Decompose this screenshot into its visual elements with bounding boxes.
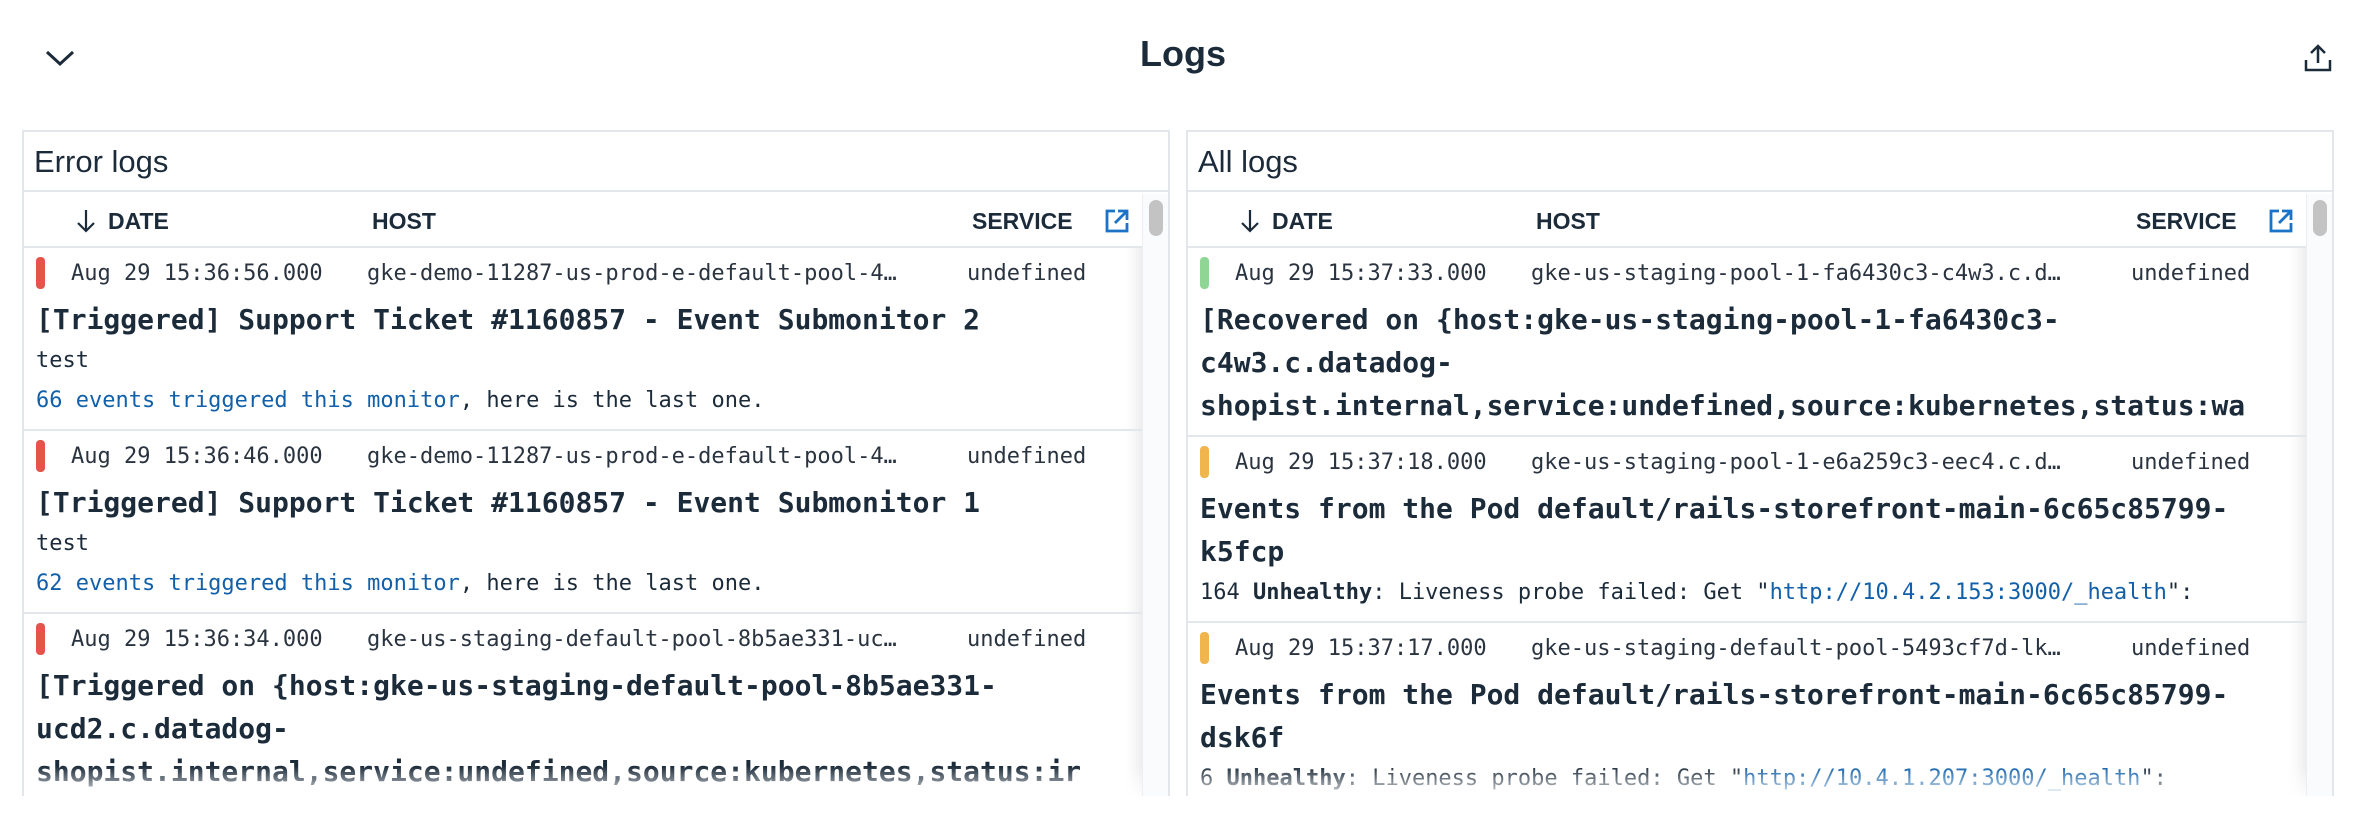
page-title: Logs (1140, 33, 1226, 74)
status-indicator-error (36, 440, 45, 472)
column-date-label: DATE (1272, 208, 1333, 234)
log-host: gke-demo-11287-us-prod-e-default-pool-4… (367, 443, 897, 469)
log-body-line: 62 events triggered this monitor, here i… (36, 564, 1132, 604)
log-title: [Triggered] Support Ticket #1160857 - Ev… (36, 303, 981, 336)
log-row[interactable]: Aug 29 15:36:56.000 gke-demo-11287-us-pr… (24, 248, 1142, 431)
log-host: gke-us-staging-default-pool-5493cf7d-lk… (1531, 635, 2061, 661)
external-link-icon[interactable] (1104, 208, 1130, 234)
log-service: undefined (2131, 449, 2251, 475)
health-url-link[interactable]: http://10.4.2.153:3000/_health (1769, 580, 2167, 605)
log-host: gke-us-staging-pool-1-fa6430c3-c4w3.c.d… (1531, 260, 2061, 286)
table-header: DATE HOST SERVICE (1188, 194, 2306, 248)
column-host[interactable]: HOST (1536, 208, 1600, 234)
status-indicator-error (36, 623, 45, 655)
log-title: Events from the Pod default/rails-storef… (1200, 492, 2229, 568)
monitor-events-link[interactable]: 66 events triggered this monitor (36, 388, 460, 413)
arrow-down-icon (1241, 210, 1259, 233)
log-row[interactable]: Aug 29 15:37:33.000 gke-us-staging-pool-… (1188, 248, 2306, 437)
log-host: gke-us-staging-default-pool-8b5ae331-uc… (367, 626, 897, 652)
export-button[interactable] (2300, 40, 2336, 76)
panel-title: Error logs (24, 132, 1168, 192)
panel-title: All logs (1188, 132, 2332, 192)
log-body-text: ": (2140, 766, 2167, 791)
log-service: undefined (2131, 260, 2251, 286)
table-header: DATE HOST SERVICE (24, 194, 1142, 248)
log-body-text: : Liveness probe failed: Get " (1345, 766, 1744, 791)
log-list: Aug 29 15:36:56.000 gke-demo-11287-us-pr… (24, 248, 1142, 796)
event-reason: Unhealthy (1226, 766, 1346, 791)
scrollbar[interactable] (1142, 194, 1168, 796)
status-indicator-ok (1200, 257, 1209, 289)
log-body-line: test (36, 531, 89, 556)
log-host: gke-demo-11287-us-prod-e-default-pool-4… (367, 260, 897, 286)
log-date: Aug 29 15:36:46.000 (71, 443, 323, 469)
health-url-link[interactable]: http://10.4.1.207:3000/_health (1743, 766, 2141, 791)
scrollbar[interactable] (2306, 194, 2332, 796)
collapse-button[interactable] (40, 40, 80, 76)
log-row[interactable]: Aug 29 15:36:34.000 gke-us-staging-defau… (24, 614, 1142, 796)
chevron-down-icon (45, 50, 75, 67)
column-host[interactable]: HOST (372, 208, 436, 234)
log-date: Aug 29 15:36:56.000 (71, 260, 323, 286)
log-body-line: 66 events triggered this monitor, here i… (36, 381, 1132, 421)
log-service: undefined (967, 260, 1087, 286)
log-body-line: test (36, 348, 89, 373)
log-body-line: 6 Unhealthy: Liveness probe failed: Get … (1200, 759, 2296, 796)
log-title: Events from the Pod default/rails-storef… (1200, 678, 2229, 754)
log-row[interactable]: Aug 29 15:37:18.000 gke-us-staging-pool-… (1188, 437, 2306, 623)
monitor-events-link[interactable]: 62 events triggered this monitor (36, 571, 460, 596)
log-body-text: : Liveness probe failed: Get " (1372, 580, 1770, 605)
event-reason: Unhealthy (1252, 580, 1373, 605)
log-body-text: , here is the last one. (459, 388, 765, 413)
column-date[interactable]: DATE (76, 194, 169, 248)
log-service: undefined (967, 626, 1087, 652)
arrow-down-icon (77, 210, 95, 233)
log-body-text: ": (2166, 580, 2194, 605)
log-body-line: 164 Unhealthy: Liveness probe failed: Ge… (1200, 573, 2296, 613)
scrollbar-thumb[interactable] (2313, 200, 2327, 236)
log-date: Aug 29 15:37:18.000 (1235, 449, 1487, 475)
event-count: 6 (1200, 766, 1227, 791)
log-title: [Recovered on {host:gke-us-staging-pool-… (1200, 303, 2246, 422)
log-list: Aug 29 15:37:33.000 gke-us-staging-pool-… (1188, 248, 2306, 796)
upload-export-icon (2304, 44, 2332, 72)
log-title: [Triggered on {host:gke-us-staging-defau… (36, 669, 1082, 788)
status-indicator-warn (1200, 632, 1209, 664)
column-date-label: DATE (108, 208, 169, 234)
error-logs-panel: Error logs DATE HOST SERVICE (22, 130, 1170, 796)
log-body-text: , here is the last one. (459, 571, 765, 596)
status-indicator-error (36, 257, 45, 289)
logs-header: Logs (0, 0, 2366, 120)
external-link-icon[interactable] (2268, 208, 2294, 234)
log-date: Aug 29 15:36:34.000 (71, 626, 323, 652)
column-service[interactable]: SERVICE (2136, 208, 2237, 234)
log-date: Aug 29 15:37:17.000 (1235, 635, 1487, 661)
log-service: undefined (2131, 635, 2251, 661)
column-service[interactable]: SERVICE (972, 208, 1073, 234)
column-date[interactable]: DATE (1240, 194, 1333, 248)
log-row[interactable]: Aug 29 15:37:17.000 gke-us-staging-defau… (1188, 623, 2306, 796)
log-host: gke-us-staging-pool-1-e6a259c3-eec4.c.d… (1531, 449, 2061, 475)
event-count: 164 (1200, 580, 1253, 605)
log-title: [Triggered] Support Ticket #1160857 - Ev… (36, 486, 981, 519)
status-indicator-warn (1200, 446, 1209, 478)
log-row[interactable]: Aug 29 15:36:46.000 gke-demo-11287-us-pr… (24, 431, 1142, 614)
log-date: Aug 29 15:37:33.000 (1235, 260, 1487, 286)
log-service: undefined (967, 443, 1087, 469)
scrollbar-thumb[interactable] (1149, 200, 1163, 236)
all-logs-panel: All logs DATE HOST SERVICE (1186, 130, 2334, 796)
